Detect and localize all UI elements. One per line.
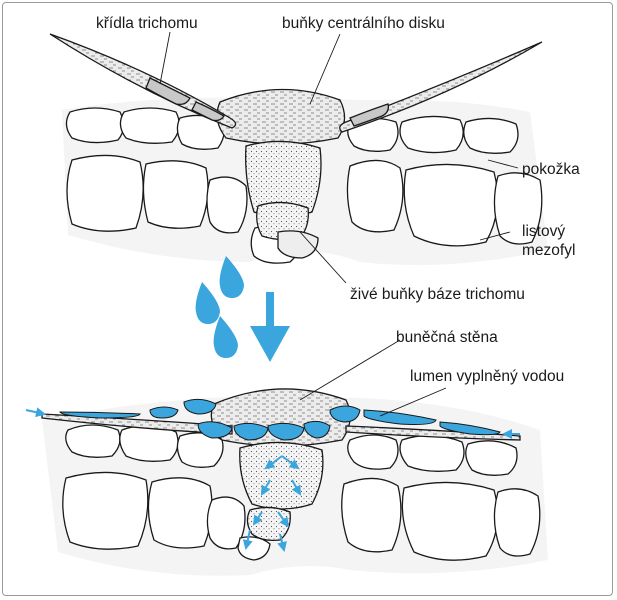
top-section	[49, 33, 548, 266]
label-leaf-mesophyll-1: listový	[522, 223, 566, 240]
label-living-base-cells: živé buňky báze trichomu	[350, 286, 525, 303]
label-central-disc-cells: buňky centrálního disku	[282, 15, 445, 32]
label-epidermis: pokožka	[522, 161, 580, 178]
drop-icon	[195, 282, 220, 324]
label-cell-wall: buněčná stěna	[396, 329, 498, 346]
label-leaf-mesophyll-2: mezofyl	[522, 242, 576, 259]
arrow-down-icon	[250, 292, 290, 362]
label-water-filled-lumen: lumen vyplněný vodou	[410, 368, 565, 385]
water-drops	[195, 256, 244, 358]
drop-icon	[213, 316, 238, 358]
drop-icon	[219, 256, 244, 298]
label-trichome-wings: křídla trichomu	[96, 15, 198, 32]
top-leaders	[159, 31, 519, 284]
water-flow-arrows	[25, 407, 520, 552]
water-lumens	[59, 398, 501, 441]
bottom-leaders	[299, 339, 447, 417]
